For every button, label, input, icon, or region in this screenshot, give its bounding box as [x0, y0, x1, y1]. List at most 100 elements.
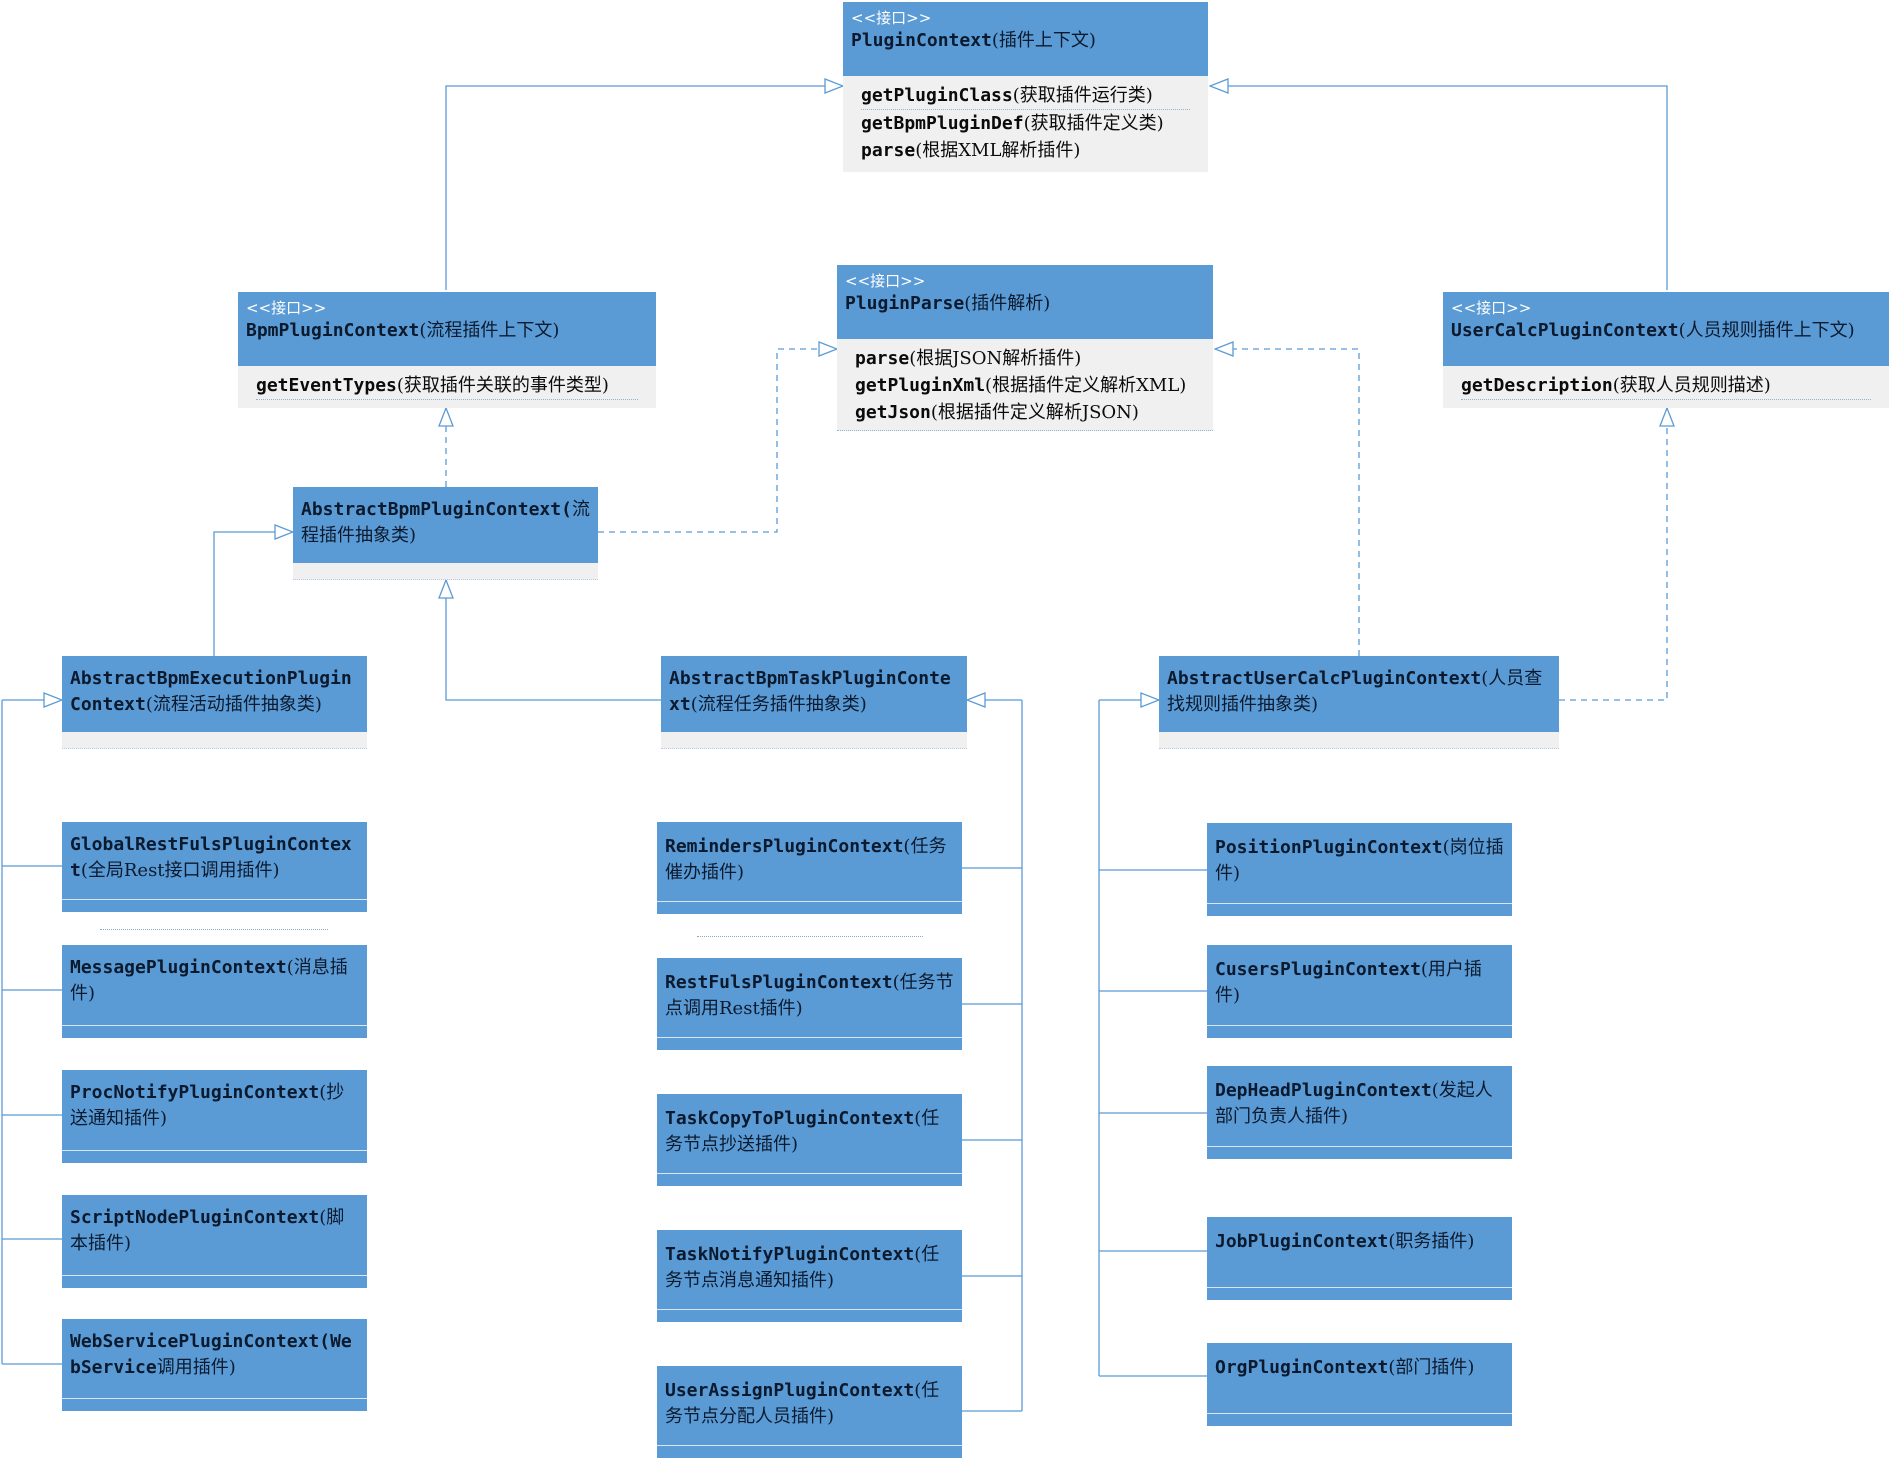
plugin-context-interface[interactable]: <<接口>> PluginContext(插件上下文) getPluginCla…	[843, 2, 1208, 172]
web-service-plugin-context-class[interactable]: WebServicePluginContext(We bService调用插件)	[62, 1319, 367, 1411]
generalization-usercalc-to-plugincontext	[1210, 86, 1668, 290]
class-body	[657, 1309, 962, 1322]
class-header: AbstractBpmPluginContext(流程插件抽象类)	[293, 487, 598, 563]
class-title: RemindersPluginContext(任务催办插件)	[665, 836, 947, 883]
class-title: AbstractBpmTaskPluginConte xt(流程任务插件抽象类)	[669, 668, 951, 715]
class-header: ScriptNodePluginContext(脚本插件)	[62, 1195, 367, 1275]
bpm-plugin-context-methods: getEventTypes(获取插件关联的事件类型)	[238, 366, 656, 408]
class-body	[1207, 1287, 1512, 1300]
abstract-bpm-task-plugin-context-class[interactable]: AbstractBpmTaskPluginConte xt(流程任务插件抽象类)	[661, 656, 967, 749]
class-body	[62, 1275, 367, 1288]
dep-head-plugin-context-class[interactable]: DepHeadPluginContext(发起人部门负责人插件)	[1207, 1066, 1512, 1159]
class-body	[657, 1445, 962, 1458]
abstract-bpm-execution-plugin-context-class[interactable]: AbstractBpmExecutionPlugin Context(流程活动插…	[62, 656, 367, 749]
class-title: RestFulsPluginContext(任务节点调用Rest插件)	[665, 972, 954, 1019]
rest-fuls-plugin-context-class[interactable]: RestFulsPluginContext(任务节点调用Rest插件)	[657, 958, 962, 1050]
proc-notify-plugin-context-class[interactable]: ProcNotifyPluginContext(抄送通知插件)	[62, 1070, 367, 1163]
class-body	[62, 1150, 367, 1163]
class-title: AbstractUserCalcPluginContext(人员查找规则插件抽象…	[1167, 668, 1543, 715]
divider	[100, 929, 328, 930]
generalization-execution-to-abstractbpm	[213, 532, 293, 656]
stereotype-label: <<接口>>	[851, 9, 932, 27]
job-plugin-context-class[interactable]: JobPluginContext(职务插件)	[1207, 1217, 1512, 1300]
org-plugin-context-class[interactable]: OrgPluginContext(部门插件)	[1207, 1343, 1512, 1426]
class-header: RestFulsPluginContext(任务节点调用Rest插件)	[657, 958, 962, 1037]
stereotype-label: <<接口>>	[1451, 299, 1532, 317]
class-header: RemindersPluginContext(任务催办插件)	[657, 822, 962, 901]
class-title: ProcNotifyPluginContext(抄送通知插件)	[70, 1082, 345, 1129]
class-title: DepHeadPluginContext(发起人部门负责人插件)	[1215, 1080, 1493, 1127]
class-header: ProcNotifyPluginContext(抄送通知插件)	[62, 1070, 367, 1150]
plugin-parse-interface[interactable]: <<接口>> PluginParse(插件解析) parse(根据JSON解析插…	[837, 265, 1213, 431]
realization-abstractbpm-to-pluginparse	[598, 349, 837, 533]
class-title: AbstractBpmPluginContext(流程插件抽象类)	[301, 499, 590, 546]
class-header: AbstractBpmExecutionPlugin Context(流程活动插…	[62, 656, 367, 732]
abstract-user-calc-plugin-context-class[interactable]: AbstractUserCalcPluginContext(人员查找规则插件抽象…	[1159, 656, 1559, 749]
realization-abstractusercalc-to-usercalc	[1559, 408, 1667, 701]
class-header: WebServicePluginContext(We bService调用插件)	[62, 1319, 367, 1398]
plugin-parse-methods: parse(根据JSON解析插件) getPluginXml(根据插件定义解析X…	[837, 339, 1213, 431]
class-body	[293, 563, 598, 580]
task-notify-plugin-context-class[interactable]: TaskNotifyPluginContext(任务节点消息通知插件)	[657, 1230, 962, 1322]
class-header: TaskNotifyPluginContext(任务节点消息通知插件)	[657, 1230, 962, 1309]
method: getEventTypes(获取插件关联的事件类型)	[256, 372, 638, 400]
stereotype-label: <<接口>>	[246, 299, 327, 317]
class-title: OrgPluginContext(部门插件)	[1215, 1357, 1475, 1378]
class-title: TaskCopyToPluginContext(任务节点抄送插件)	[665, 1108, 940, 1155]
generalization-task-to-abstractbpm	[446, 580, 661, 701]
task-copy-to-plugin-context-class[interactable]: TaskCopyToPluginContext(任务节点抄送插件)	[657, 1094, 962, 1186]
plugin-context-header: <<接口>> PluginContext(插件上下文)	[843, 2, 1208, 76]
cusers-plugin-context-class[interactable]: CusersPluginContext(用户插件)	[1207, 945, 1512, 1038]
plugin-context-methods: getPluginClass(获取插件运行类) getBpmPluginDef(…	[843, 76, 1208, 172]
reminders-plugin-context-class[interactable]: RemindersPluginContext(任务催办插件)	[657, 822, 962, 914]
class-header: JobPluginContext(职务插件)	[1207, 1217, 1512, 1287]
method: getPluginXml(根据插件定义解析XML)	[855, 375, 1187, 396]
divider	[697, 936, 923, 937]
class-body	[1159, 732, 1559, 749]
class-body	[657, 1037, 962, 1050]
class-title: JobPluginContext(职务插件)	[1215, 1231, 1475, 1252]
script-node-plugin-context-class[interactable]: ScriptNodePluginContext(脚本插件)	[62, 1195, 367, 1288]
class-title: BpmPluginContext(流程插件上下文)	[246, 320, 560, 341]
user-assign-plugin-context-class[interactable]: UserAssignPluginContext(任务节点分配人员插件)	[657, 1366, 962, 1458]
method: getJson(根据插件定义解析JSON)	[855, 402, 1139, 423]
bpm-plugin-context-header: <<接口>> BpmPluginContext(流程插件上下文)	[238, 292, 656, 366]
class-title: MessagePluginContext(消息插件)	[70, 957, 348, 1004]
class-header: AbstractBpmTaskPluginConte xt(流程任务插件抽象类)	[661, 656, 967, 732]
message-plugin-context-class[interactable]: MessagePluginContext(消息插件)	[62, 945, 367, 1038]
class-title: UserAssignPluginContext(任务节点分配人员插件)	[665, 1380, 940, 1427]
class-title: ScriptNodePluginContext(脚本插件)	[70, 1207, 345, 1254]
global-rest-fuls-plugin-context-class[interactable]: GlobalRestFulsPluginContex t(全局Rest接口调用插…	[62, 822, 367, 912]
class-body	[1207, 1146, 1512, 1159]
method: parse(根据XML解析插件)	[861, 140, 1081, 161]
class-header: MessagePluginContext(消息插件)	[62, 945, 367, 1025]
class-title: GlobalRestFulsPluginContex t(全局Rest接口调用插…	[70, 834, 352, 881]
bpm-plugin-context-interface[interactable]: <<接口>> BpmPluginContext(流程插件上下文) getEven…	[238, 292, 656, 408]
class-title: AbstractBpmExecutionPlugin Context(流程活动插…	[70, 668, 352, 715]
class-header: OrgPluginContext(部门插件)	[1207, 1343, 1512, 1413]
class-header: AbstractUserCalcPluginContext(人员查找规则插件抽象…	[1159, 656, 1559, 732]
position-plugin-context-class[interactable]: PositionPluginContext(岗位插件)	[1207, 823, 1512, 916]
class-title: PositionPluginContext(岗位插件)	[1215, 837, 1504, 884]
class-title: UserCalcPluginContext(人员规则插件上下文)	[1451, 320, 1855, 341]
class-body	[1207, 903, 1512, 916]
abstract-bpm-plugin-context-class[interactable]: AbstractBpmPluginContext(流程插件抽象类)	[293, 487, 598, 580]
user-calc-plugin-context-interface[interactable]: <<接口>> UserCalcPluginContext(人员规则插件上下文) …	[1443, 292, 1889, 408]
user-calc-plugin-context-header: <<接口>> UserCalcPluginContext(人员规则插件上下文)	[1443, 292, 1889, 366]
class-header: PositionPluginContext(岗位插件)	[1207, 823, 1512, 903]
method: getPluginClass(获取插件运行类)	[861, 82, 1190, 110]
class-body	[62, 899, 367, 912]
stereotype-label: <<接口>>	[845, 272, 926, 290]
class-title: PluginParse(插件解析)	[845, 293, 1051, 314]
class-header: CusersPluginContext(用户插件)	[1207, 945, 1512, 1025]
class-title: CusersPluginContext(用户插件)	[1215, 959, 1482, 1006]
plugin-parse-header: <<接口>> PluginParse(插件解析)	[837, 265, 1213, 339]
class-body	[1207, 1413, 1512, 1426]
realization-usercalc-to-pluginparse	[1215, 349, 1360, 656]
user-calc-plugin-context-methods: getDescription(获取人员规则描述)	[1443, 366, 1889, 408]
class-body	[657, 1173, 962, 1186]
class-body	[1207, 1025, 1512, 1038]
class-title: PluginContext(插件上下文)	[851, 30, 1096, 51]
class-body	[62, 1398, 367, 1411]
